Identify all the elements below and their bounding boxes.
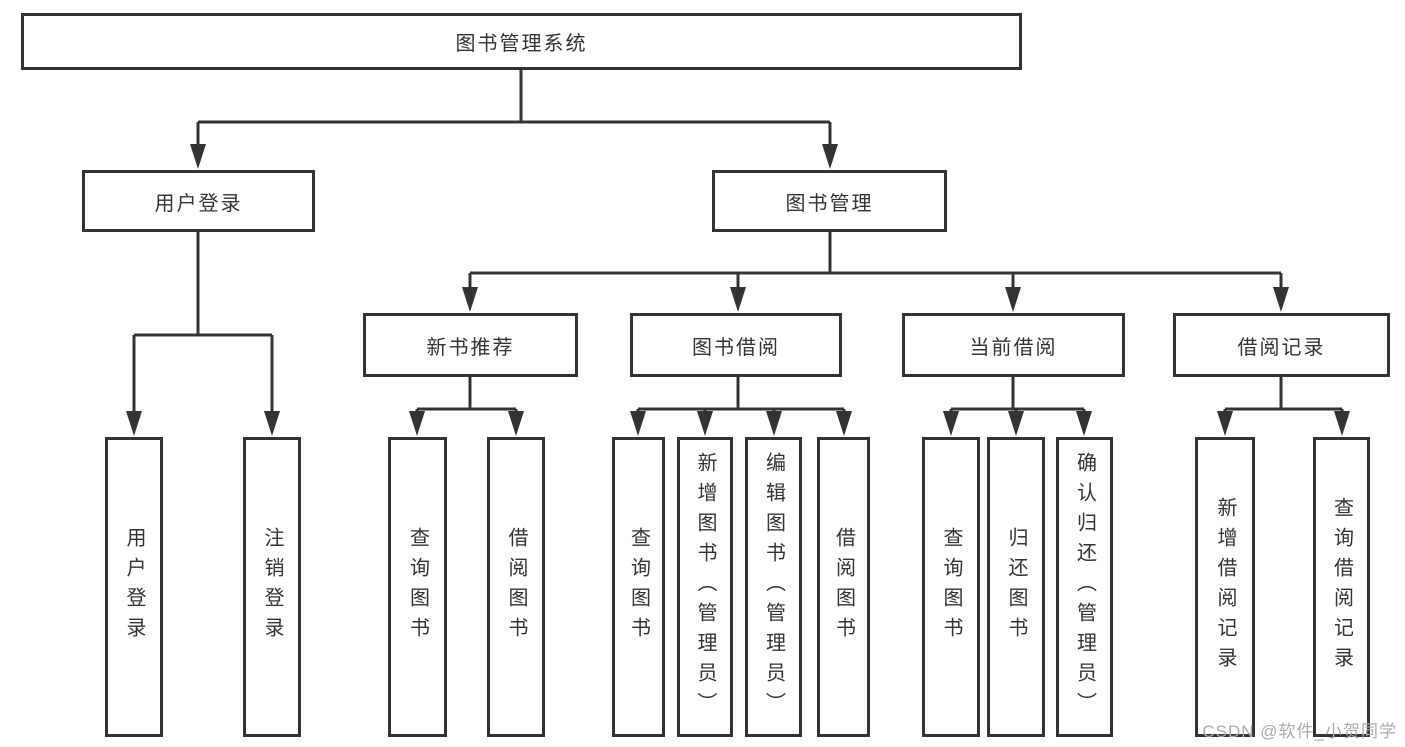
leaf-edit-books-admin: 编辑图书（管理员） [745, 437, 802, 737]
connector-borrow-branch [636, 377, 846, 416]
connector-newbook-branch [415, 377, 518, 416]
leaf-query-books-borrow: 查询图书 [612, 437, 665, 737]
arrow-heads [126, 144, 1350, 436]
leaf-user-login: 用户登录 [105, 437, 163, 737]
connector-bookmgmt-branch [468, 232, 1283, 292]
leaf-logout: 注销登录 [243, 437, 301, 737]
connector-userlogin-branch [132, 232, 274, 416]
connector-root-to-level2 [196, 70, 832, 150]
leaf-query-borrow-record: 查询借阅记录 [1313, 437, 1370, 737]
connector-current-branch [949, 377, 1086, 416]
leaf-add-borrow-record: 新增借阅记录 [1195, 437, 1255, 737]
connector-record-branch [1223, 377, 1344, 416]
node-new-book-recommend: 新书推荐 [363, 313, 578, 377]
leaf-add-books-admin: 新增图书（管理员） [677, 437, 733, 737]
leaf-query-books-recommend: 查询图书 [388, 437, 447, 737]
node-user-login: 用户登录 [82, 170, 315, 232]
leaf-confirm-return-admin: 确认归还（管理员） [1056, 437, 1113, 737]
leaf-borrow-books-recommend: 借阅图书 [487, 437, 545, 737]
leaf-query-books-current: 查询图书 [922, 437, 980, 737]
leaf-borrow-books: 借阅图书 [817, 437, 870, 737]
leaf-return-books: 归还图书 [987, 437, 1045, 737]
node-current-borrow: 当前借阅 [902, 313, 1125, 377]
node-borrow-records: 借阅记录 [1173, 313, 1390, 377]
node-system-root: 图书管理系统 [21, 13, 1022, 70]
node-book-borrow: 图书借阅 [630, 313, 842, 377]
csdn-watermark: CSDN @软件_小贺同学 [1202, 722, 1397, 741]
node-book-management: 图书管理 [712, 170, 947, 232]
